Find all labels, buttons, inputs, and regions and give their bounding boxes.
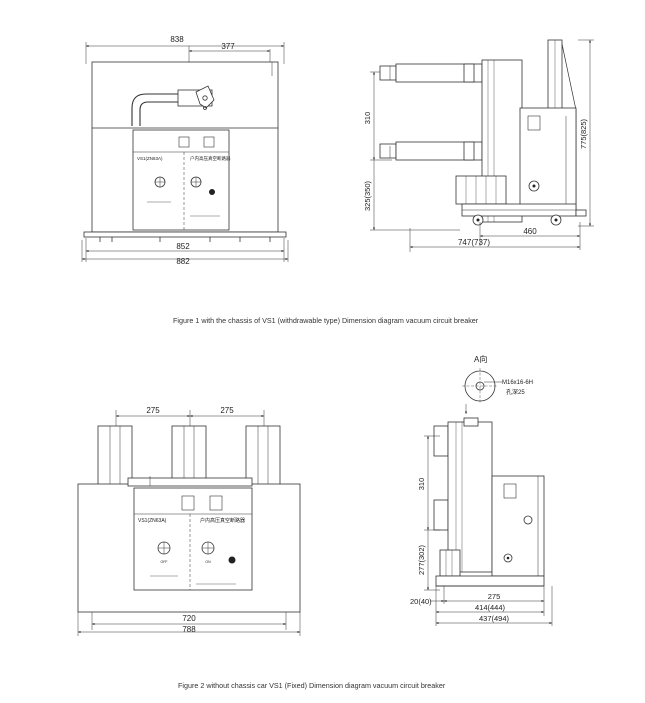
fig1-front-texts: 838 377 VS1(ZN63A) 户内高压真空断路器 852 882 <box>137 35 235 266</box>
fig2-front-view <box>77 410 301 636</box>
detail-thread-label: M16x16-6H <box>502 380 533 386</box>
panel-name-label-2: 户内高压真空断路器 <box>200 517 245 524</box>
detail-a-title: A向 <box>474 354 487 364</box>
off-label: OFF <box>161 560 168 564</box>
dim-20: 20(40) <box>410 597 432 606</box>
fig1-side-texts: 310 325(350) 775(825) 460 747(737) <box>363 112 588 247</box>
figure1-caption: Figure 1 with the chassis of VS1 (withdr… <box>173 316 479 325</box>
dim-460: 460 <box>523 227 537 236</box>
dim-838: 838 <box>170 35 184 44</box>
dim-275-left: 275 <box>146 406 160 415</box>
dim-275-right: 275 <box>220 406 234 415</box>
dim-775: 775(825) <box>579 118 588 149</box>
panel-model-label-2: VS1(ZN63A) <box>138 518 167 524</box>
dim-377: 377 <box>221 42 235 51</box>
dim-325: 325(350) <box>363 180 372 211</box>
dim-310: 310 <box>363 112 372 125</box>
dim-788: 788 <box>182 625 196 634</box>
fig2-side-texts: A向 M16x16-6H 孔深25 310 277(302) 20(40) 27… <box>410 354 533 623</box>
fig1-front-view <box>81 42 289 262</box>
fig1-side-view <box>370 39 594 252</box>
dim-747: 747(737) <box>458 238 490 247</box>
dim-277: 277(302) <box>417 544 426 575</box>
detail-depth-label: 孔深25 <box>506 388 525 396</box>
dim-414: 414(444) <box>475 603 506 612</box>
on-label: ON <box>205 560 211 564</box>
dim-852: 852 <box>176 242 190 251</box>
dim-275-side: 275 <box>488 592 501 601</box>
fig2-front-texts: 275 275 VS1(ZN63A) 户内高压真空断路器 OFF ON 720 … <box>138 406 245 634</box>
figure2-caption: Figure 2 without chassis car VS1 (Fixed)… <box>178 681 446 690</box>
fig2-side-view <box>424 368 553 626</box>
dim-882: 882 <box>176 257 190 266</box>
dim-720: 720 <box>182 614 196 623</box>
dim-310-fixed: 310 <box>417 478 426 491</box>
panel-name-label: 户内高压真空断路器 <box>190 155 231 162</box>
dim-437: 437(494) <box>479 614 510 623</box>
panel-model-label: VS1(ZN63A) <box>137 156 163 161</box>
